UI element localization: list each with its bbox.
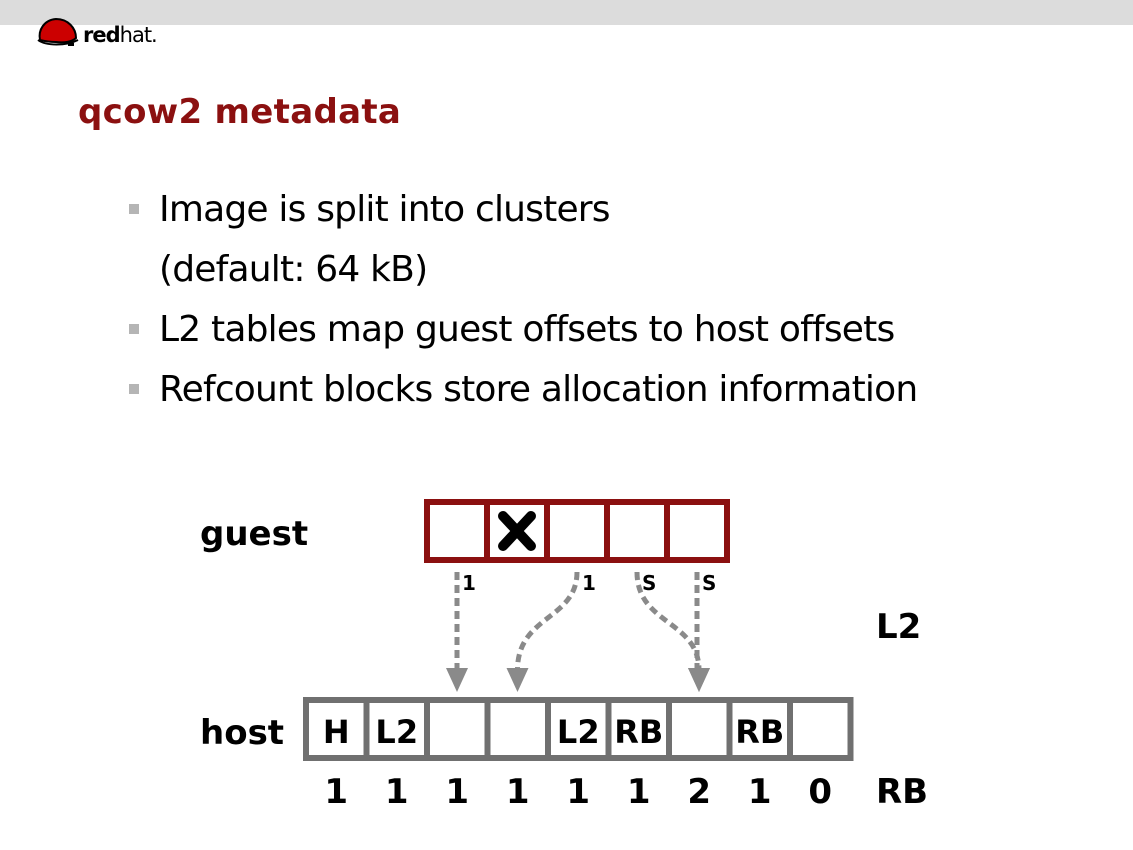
l2-label: L2 — [876, 607, 921, 647]
bullet-item: L2 tables map guest offsets to host offs… — [126, 300, 917, 360]
refcount-value: 0 — [808, 772, 832, 812]
x-mark-icon — [498, 511, 536, 551]
bullet-square-icon — [129, 324, 139, 334]
bullet-list: Image is split into clusters (default: 6… — [126, 180, 918, 420]
slide-title: qcow2 metadata — [78, 92, 402, 132]
host-cell-label: RB — [614, 713, 663, 751]
host-cell-label: L2 — [375, 713, 418, 751]
host-cell-label: H — [323, 713, 350, 751]
l2-mapping-arrows: 1 1 S S — [446, 571, 716, 692]
bullet-text: L2 tables map guest offsets to host offs… — [159, 309, 895, 350]
host-cell-label: RB — [735, 713, 784, 751]
l2-entry: 1 — [446, 571, 476, 692]
refcount-value: 1 — [324, 772, 348, 812]
l2-entry-flag: S — [702, 571, 716, 595]
refcount-value: 1 — [748, 772, 772, 812]
guest-cluster-cell — [544, 499, 610, 563]
redhat-shadowman-icon — [37, 17, 79, 46]
refcount-value: 1 — [506, 772, 530, 812]
top-bar — [0, 0, 1133, 25]
guest-cluster-row — [424, 499, 730, 563]
guest-cluster-cell — [604, 499, 670, 563]
l2-entry-flag: 1 — [582, 571, 596, 595]
l2-entry: 1 — [506, 571, 596, 692]
arrow-head-icon — [506, 668, 529, 692]
refcount-value: 1 — [445, 772, 469, 812]
bullet-text: Refcount blocks store allocation informa… — [159, 369, 918, 410]
host-cluster-cell — [666, 697, 733, 761]
guest-cluster-cell — [424, 499, 490, 563]
redhat-logo: redhat. — [36, 14, 158, 50]
host-cluster-cell — [424, 697, 491, 761]
refcount-value: 2 — [687, 772, 711, 812]
host-label: host — [200, 713, 284, 753]
refcount-value: 1 — [566, 772, 590, 812]
host-cluster-cell — [484, 697, 551, 761]
host-cell-label: L2 — [557, 713, 600, 751]
arrow-head-icon — [446, 668, 468, 692]
bullet-square-icon — [129, 384, 139, 394]
arrow-head-icon — [688, 668, 710, 692]
bullet-item: Refcount blocks store allocation informa… — [126, 360, 918, 420]
l2-entry-flag: 1 — [462, 571, 476, 595]
l2-entry-flag: S — [642, 571, 656, 595]
guest-cluster-cell — [664, 499, 730, 563]
refcount-value: 1 — [385, 772, 409, 812]
logo-wordmark: redhat. — [83, 23, 158, 47]
host-cluster-cell — [787, 697, 854, 761]
rb-label: RB — [876, 772, 928, 812]
l2-entry: S — [688, 571, 716, 692]
bullet-square-icon — [129, 204, 139, 214]
bullet-text: Image is split into clusters — [159, 189, 611, 230]
refcount-value: 1 — [627, 772, 651, 812]
host-cluster-cell — [363, 697, 430, 761]
dashed-arrow-line — [515, 571, 580, 671]
guest-label: guest — [200, 514, 308, 554]
bullet-item: Image is split into clusters (default: 6… — [126, 180, 917, 300]
host-cluster-cell — [726, 697, 793, 761]
bullet-text-continued: (default: 64 kB) — [159, 249, 428, 290]
